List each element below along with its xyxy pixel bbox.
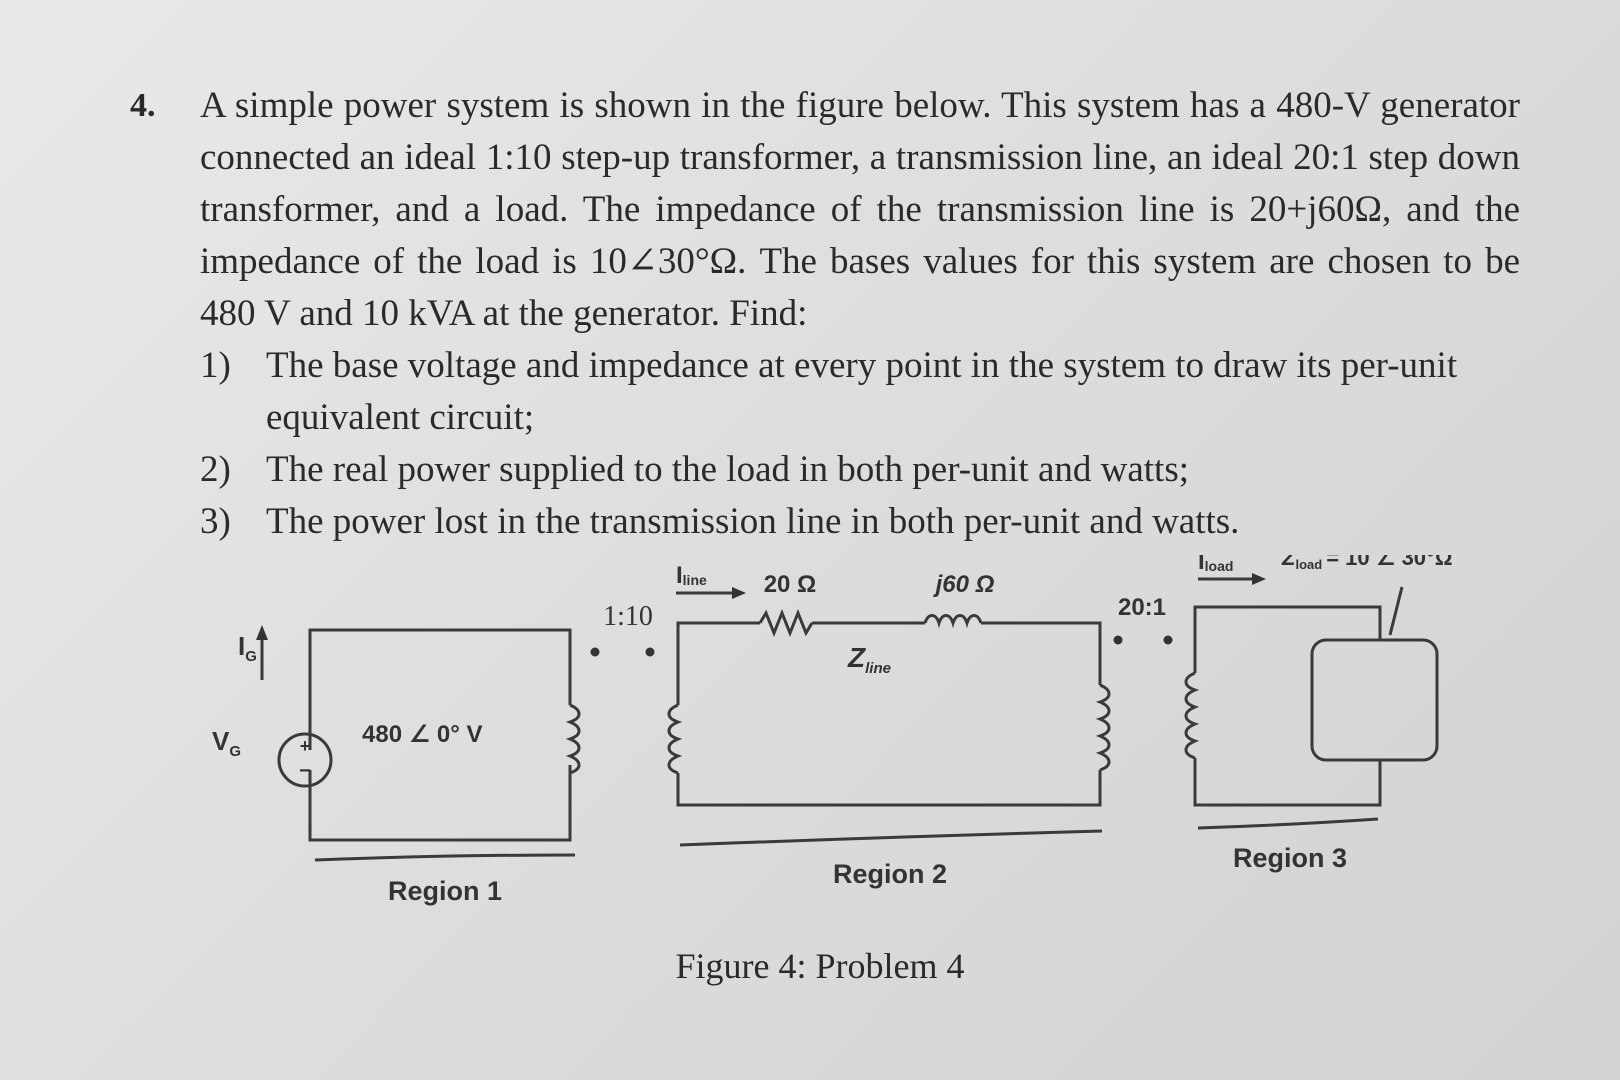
polarity-dot-icon: [645, 647, 655, 657]
polarity-dot-icon: [590, 647, 600, 657]
t2-ratio: 20:1: [1118, 594, 1166, 621]
iload-label: Iload: [1198, 555, 1233, 575]
iload-arrowhead-icon: [1252, 573, 1266, 585]
voltage-source-icon: [277, 732, 333, 788]
region-2-brace: [679, 829, 1103, 847]
question-text: The real power supplied to the load in b…: [266, 449, 1189, 490]
question-item: 1) The base voltage and impedance at eve…: [200, 340, 1520, 444]
source-value: 480 ∠ 0° V: [362, 721, 483, 748]
line-reactance-label: j60 Ω: [933, 571, 995, 598]
load-pointer-line: [1388, 586, 1404, 636]
transformer-1-primary-coil-icon: [565, 703, 581, 775]
vg-label: VG: [212, 726, 241, 760]
region-2-circuit: Iline 20 Ω j60 Ω Zline Region 2: [667, 562, 1111, 889]
minus-sign: −: [299, 760, 311, 782]
plus-sign: +: [300, 736, 311, 756]
line-resistance-label: 20 Ω: [764, 571, 817, 598]
question-item: 2) The real power supplied to the load i…: [200, 444, 1520, 496]
wire: [676, 770, 1102, 807]
polarity-dot-icon: [1163, 635, 1173, 645]
region-1-brace: [314, 853, 576, 862]
question-number: 3): [200, 501, 231, 542]
wire: [308, 628, 572, 750]
region-3-label: Region 3: [1233, 843, 1347, 873]
question-list: 1) The base voltage and impedance at eve…: [200, 340, 1520, 548]
problem-text: 4. A simple power system is shown in the…: [130, 80, 1520, 548]
question-number: 1): [200, 345, 231, 386]
transformer-1-secondary-coil-icon: [667, 703, 683, 775]
question-text: The base voltage and impedance at every …: [266, 345, 1458, 438]
question-item: 3) The power lost in the transmission li…: [200, 496, 1520, 548]
region-2-label: Region 2: [833, 859, 947, 889]
region-3-brace: [1197, 817, 1379, 830]
polarity-dot-icon: [1113, 635, 1123, 645]
iline-label: Iline: [676, 562, 707, 589]
region-3-circuit: Iload Zload= 10 ∠ 30°Ω Region 3: [1184, 555, 1452, 873]
t1-ratio: 1:10: [603, 601, 653, 632]
region-1-circuit: + − IG VG 480 ∠ 0° V Region 1: [212, 625, 581, 906]
zline-label: Zline: [847, 642, 891, 677]
transformer-2-primary-coil-icon: [1095, 683, 1111, 772]
question-number: 2): [200, 449, 231, 490]
circuit-diagram: + − IG VG 480 ∠ 0° V Region 1 1:10: [212, 555, 1452, 906]
problem-statement: A simple power system is shown in the fi…: [200, 85, 1520, 334]
wire: [981, 621, 1102, 685]
region-1-label: Region 1: [388, 876, 502, 906]
ig-label: IG: [238, 631, 257, 665]
ig-arrowhead-icon: [256, 625, 268, 640]
question-text: The power lost in the transmission line …: [266, 501, 1240, 542]
figure-caption: Figure 4: Problem 4: [675, 946, 965, 986]
wire: [1193, 605, 1382, 673]
transformer-1: 1:10: [590, 601, 655, 657]
wire: [1193, 758, 1382, 807]
line-inductor-icon: [923, 614, 983, 629]
load-impedance-icon: [1310, 638, 1439, 762]
problem-number: 4.: [130, 87, 156, 124]
wire: [676, 621, 760, 705]
zload-label: Zload= 10 ∠ 30°Ω: [1281, 555, 1452, 572]
transformer-2: 20:1: [1113, 594, 1173, 645]
transformer-2-secondary-coil-icon: [1184, 671, 1200, 760]
iline-arrowhead-icon: [732, 587, 746, 599]
resistor-icon: [758, 608, 814, 638]
wire: [308, 765, 572, 842]
